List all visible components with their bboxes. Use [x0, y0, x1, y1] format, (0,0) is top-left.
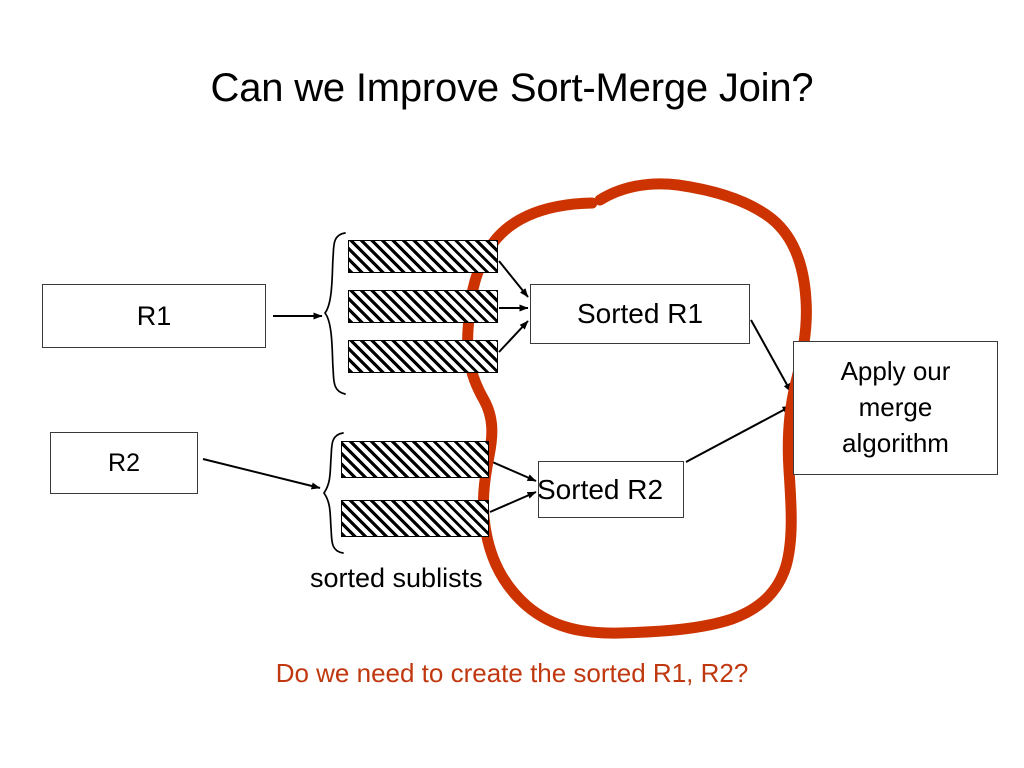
question-note: Do we need to create the sorted R1, R2? — [275, 658, 749, 688]
sorted-sublists-caption: sorted sublists — [310, 563, 483, 593]
arrow-sorted-r1-to-merge — [750, 319, 792, 393]
brace-r1-icon — [324, 232, 346, 395]
sublist-r1-1 — [348, 240, 498, 273]
merge-label-line-3: algorithm — [842, 427, 949, 458]
sublist-r2-1 — [341, 441, 489, 478]
arrow-sublist-r1a-to-sorted-r1 — [498, 260, 529, 298]
merge-label-line-2: merge — [858, 392, 933, 423]
box-r2: R2 — [50, 432, 198, 494]
arrow-sublist-r2b-to-sorted-r2 — [489, 491, 537, 513]
hand-drawn-oval-annotation — [462, 178, 812, 639]
sublist-r1-3 — [348, 340, 498, 373]
box-sorted-r2-label: Sorted R2 — [537, 473, 664, 505]
arrow-sublist-r1c-to-sorted-r1 — [498, 320, 529, 353]
arrow-r2-to-sublists — [202, 458, 321, 490]
box-sorted-r1: Sorted R1 — [530, 284, 750, 344]
merge-label-line-1: Apply our — [840, 356, 951, 387]
box-r2-label: R2 — [108, 449, 140, 477]
page-title: Can we Improve Sort-Merge Join? — [210, 66, 814, 110]
sublist-r1-2 — [348, 290, 498, 323]
box-r1: R1 — [42, 284, 266, 348]
box-sorted-r1-label: Sorted R1 — [576, 298, 704, 330]
box-apply-merge-algorithm: Apply our merge algorithm — [793, 341, 998, 475]
box-sorted-r2: Sorted R2 — [537, 461, 684, 518]
arrow-sorted-r2-to-merge — [685, 405, 792, 463]
arrow-sublist-r2a-to-sorted-r2 — [489, 460, 537, 482]
box-r1-label: R1 — [136, 300, 172, 331]
sublist-r2-2 — [341, 500, 489, 537]
